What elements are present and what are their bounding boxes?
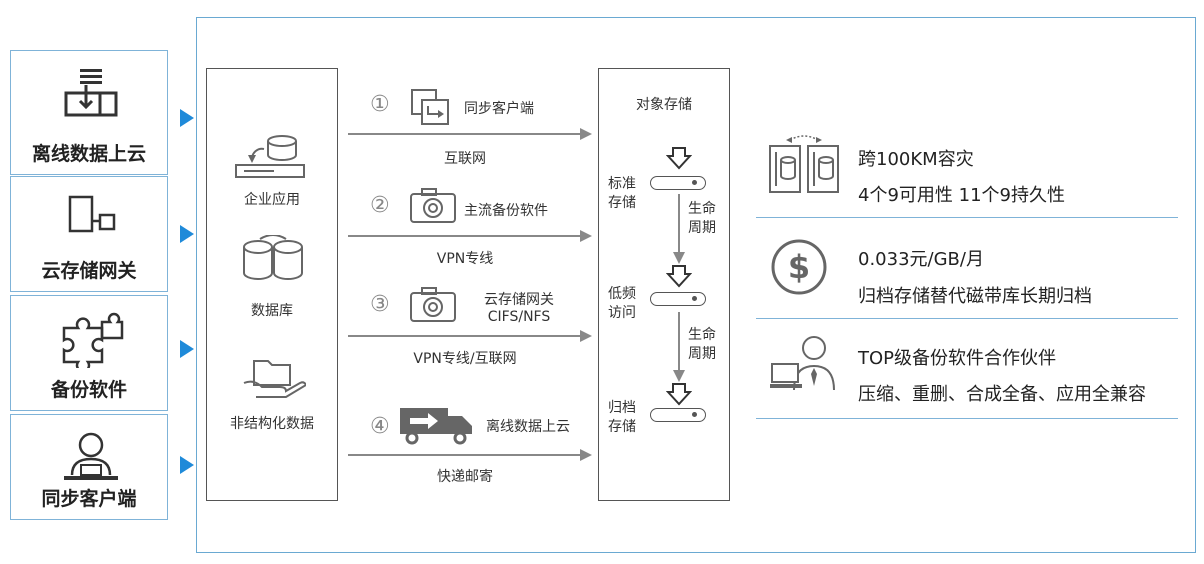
card-gateway: 云存储网关 <box>10 176 168 292</box>
path-number: ③ <box>370 292 390 317</box>
feature-separator <box>756 318 1178 319</box>
down-arrow-icon <box>666 265 692 288</box>
card-label: 云存储网关 <box>41 260 137 282</box>
flow-arrowhead <box>580 230 592 242</box>
dollar-icon: $ <box>771 239 827 295</box>
enterprise-server-icon <box>235 135 305 178</box>
folder-hand-icon <box>243 360 306 398</box>
feature-detail: 压缩、重删、合成全备、应用全兼容 <box>858 384 1146 405</box>
camera-icon <box>410 188 456 223</box>
feature-title: 0.033元/GB/月 <box>858 249 984 270</box>
delivery-truck-icon <box>400 408 472 445</box>
card-label: 备份软件 <box>50 379 127 401</box>
feature-separator <box>756 418 1178 419</box>
sync-client-icon <box>411 89 449 125</box>
tier-label: 存储 <box>608 419 636 435</box>
path-number: ① <box>370 92 390 117</box>
flow-arrow <box>348 133 582 135</box>
enterprise-app-label: 企业应用 <box>244 192 300 208</box>
lifecycle-label: 生命 <box>688 201 716 217</box>
flow-arrow <box>348 454 582 456</box>
flow-arrowhead <box>580 128 592 140</box>
storage-tier-icon <box>650 292 706 306</box>
server-upload-icon <box>64 69 118 117</box>
card-sync-client: 同步客户端 <box>10 414 168 520</box>
path-number: ④ <box>370 414 390 439</box>
lifecycle-label: 周期 <box>688 346 716 362</box>
lifecycle-label: 周期 <box>688 220 716 236</box>
down-arrow-icon <box>666 383 692 406</box>
camera-icon <box>410 287 456 322</box>
card-backup-software: 备份软件 <box>10 295 168 411</box>
card-label: 同步客户端 <box>41 488 137 510</box>
tier-label: 访问 <box>608 305 636 321</box>
card-arrow <box>180 109 194 127</box>
path-channel: 互联网 <box>444 151 486 167</box>
down-arrow-icon <box>666 147 692 170</box>
flow-arrow <box>348 235 582 237</box>
tier-label: 低频 <box>608 286 636 302</box>
path-label: 同步客户端 <box>464 101 534 117</box>
card-offline-upload: 离线数据上云 <box>10 50 168 175</box>
puzzle-icon <box>62 312 124 368</box>
feature-separator <box>756 217 1178 218</box>
dual-datacenter-icon <box>769 135 839 193</box>
flow-arrowhead <box>580 449 592 461</box>
lifecycle-arrowhead <box>673 252 685 264</box>
card-label: 离线数据上云 <box>31 143 146 165</box>
lifecycle-arrow <box>678 194 680 252</box>
lifecycle-label: 生命 <box>688 327 716 343</box>
lifecycle-arrow <box>678 312 680 370</box>
path-label: 主流备份软件 <box>464 203 548 219</box>
svg-text:$: $ <box>788 248 810 286</box>
path-number: ② <box>370 193 390 218</box>
database-label: 数据库 <box>251 303 293 319</box>
diagram-frame <box>196 17 1196 553</box>
tier-label: 归档 <box>608 400 636 416</box>
tier-label: 存储 <box>608 195 636 211</box>
path-label: 离线数据上云 <box>486 419 570 435</box>
card-arrow <box>180 225 194 243</box>
path-channel: VPN专线/互联网 <box>413 351 517 367</box>
gateway-icon <box>68 195 116 233</box>
feature-detail: 归档存储替代磁带库长期归档 <box>858 286 1092 307</box>
path-label: 云存储网关 <box>484 292 554 308</box>
path-label-protocol: CIFS/NFS <box>487 309 551 325</box>
data-sources-box <box>206 68 338 501</box>
storage-tier-icon <box>650 176 706 190</box>
path-channel: 快递邮寄 <box>437 469 493 485</box>
feature-title: 跨100KM容灾 <box>858 149 974 170</box>
partner-icon <box>770 336 835 391</box>
user-laptop-icon <box>64 432 118 480</box>
feature-title: TOP级备份软件合作伙伴 <box>858 348 1057 369</box>
object-storage-title: 对象存储 <box>636 97 692 113</box>
storage-tier-icon <box>650 408 706 422</box>
tier-label: 标准 <box>608 176 636 192</box>
lifecycle-arrowhead <box>673 370 685 382</box>
database-icon <box>243 235 303 280</box>
flow-arrowhead <box>580 330 592 342</box>
unstructured-label: 非结构化数据 <box>230 416 314 432</box>
card-arrow <box>180 340 194 358</box>
feature-detail: 4个9可用性 11个9持久性 <box>858 185 1065 206</box>
flow-arrow <box>348 335 582 337</box>
object-storage-box <box>598 68 730 501</box>
card-arrow <box>180 456 194 474</box>
path-channel: VPN专线 <box>436 251 494 267</box>
